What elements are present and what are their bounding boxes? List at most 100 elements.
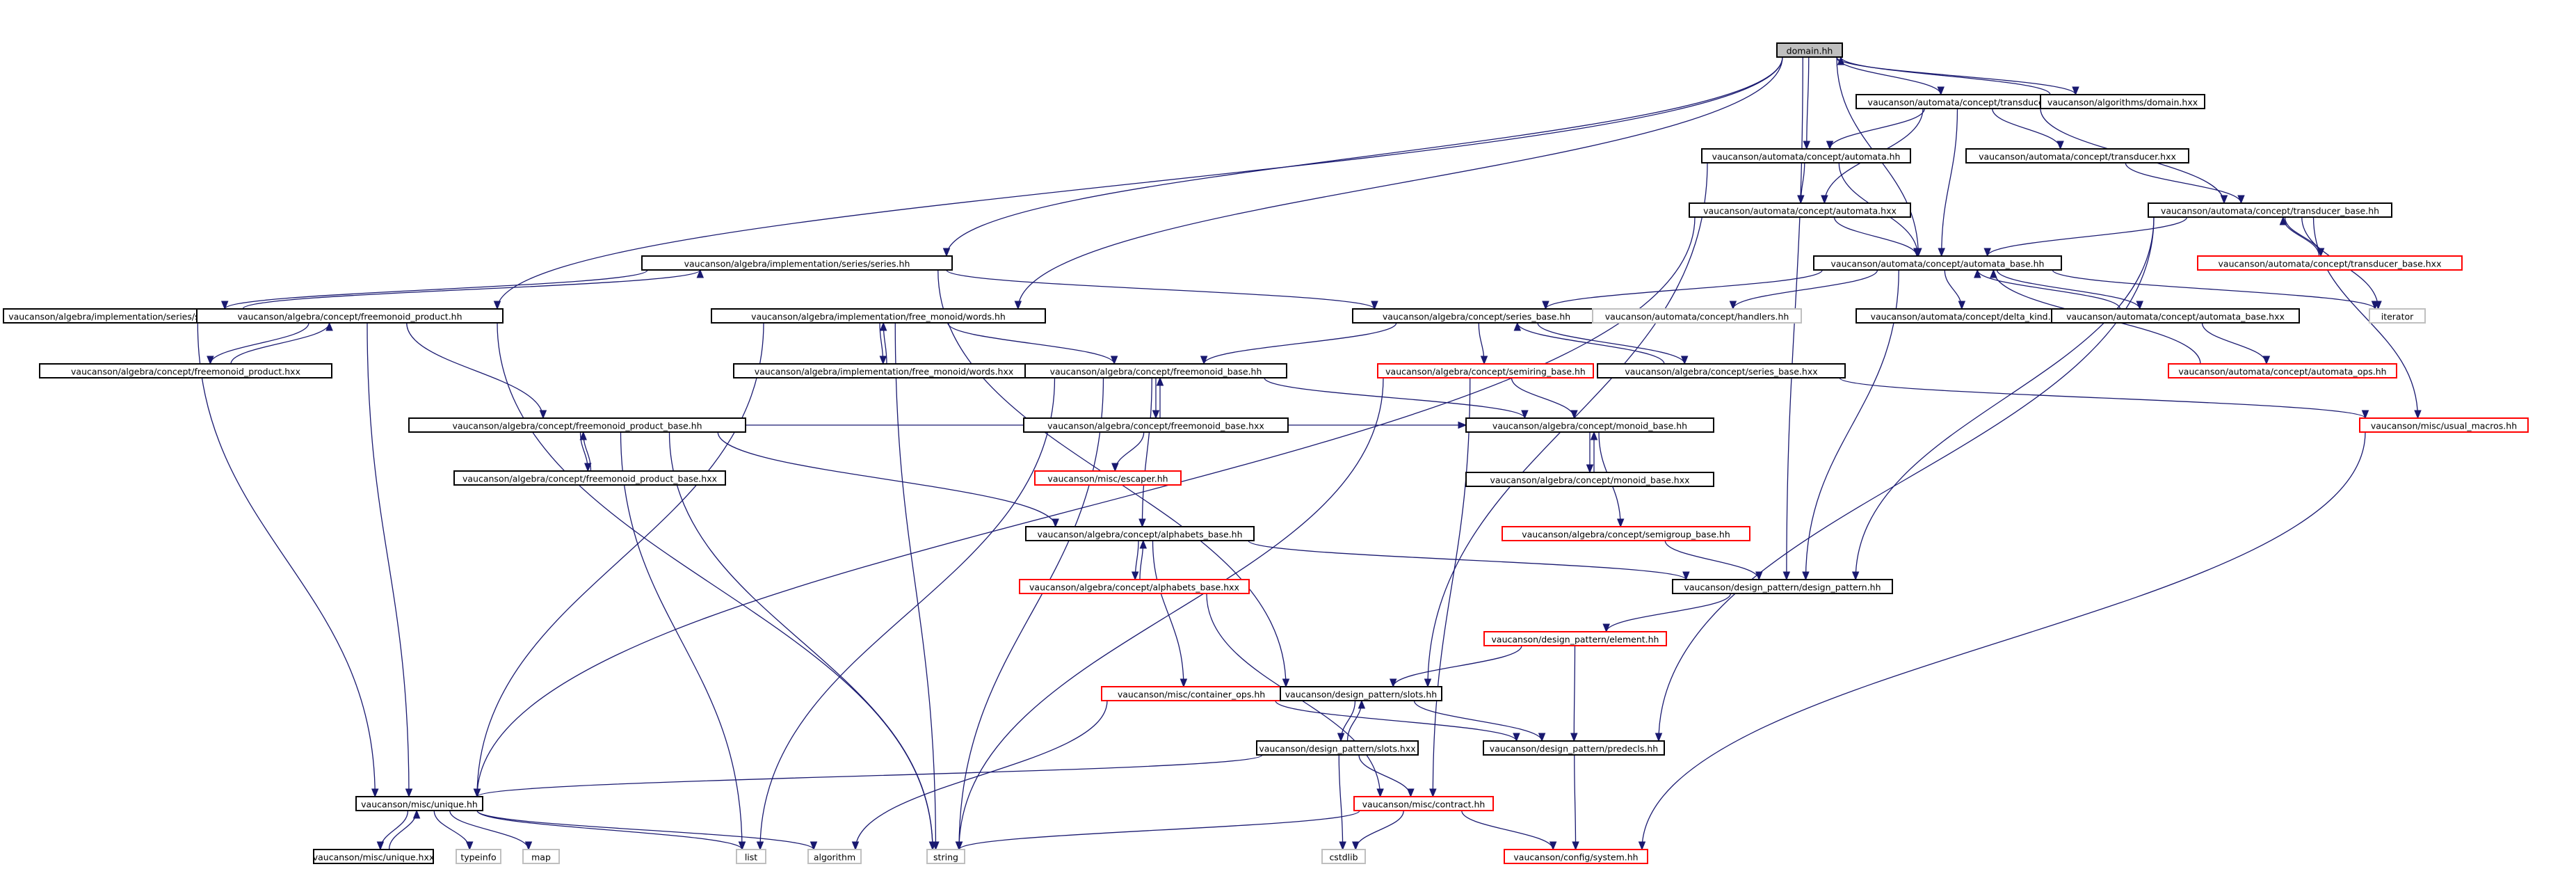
edge-transducer_hxx-to-transducer_base-line xyxy=(2125,162,2242,204)
node-monoid_base_hxx[interactable]: vaucanson/algebra/concept/monoid_base.hx… xyxy=(1465,472,1714,487)
node-predecls-label: vaucanson/design_pattern/predecls.hh xyxy=(1490,744,1658,754)
node-system[interactable]: vaucanson/config/system.hh xyxy=(1504,849,1648,864)
edge-freemonoid_base-to-freemonoid_base_hxx-arrowhead xyxy=(1152,410,1160,420)
edge-alphabets_base-to-container_ops-arrowhead xyxy=(1180,678,1188,688)
node-transducer_base[interactable]: vaucanson/automata/concept/transducer_ba… xyxy=(2148,202,2392,218)
edge-semigroup_base-to-design_pattern xyxy=(1664,540,1763,581)
node-element[interactable]: vaucanson/design_pattern/element.hh xyxy=(1483,631,1667,646)
node-handlers-label: vaucanson/automata/concept/handlers.hh xyxy=(1605,312,1789,322)
node-transducer_base_hxx[interactable]: vaucanson/automata/concept/transducer_ba… xyxy=(2197,255,2463,271)
node-monoid_base_hxx-box xyxy=(1465,472,1714,487)
edge-monoid_base_hxx-to-monoid_base-arrowhead xyxy=(1590,431,1598,440)
node-domain-label: domain.hh xyxy=(1787,46,1833,56)
edge-freemonoid_base_hxx-to-escaper-arrowhead xyxy=(1111,463,1119,472)
edge-container_ops-to-predecls xyxy=(1275,700,1520,742)
node-automata[interactable]: vaucanson/automata/concept/automata.hh xyxy=(1701,148,1911,164)
edge-series_hxx-to-series-line xyxy=(242,269,701,310)
edge-freemonoid_product_hxx-to-freemonoid_product xyxy=(230,321,333,365)
node-fmp_base_hxx[interactable]: vaucanson/algebra/concept/freemonoid_pro… xyxy=(453,470,726,486)
node-usual_macros-label: vaucanson/misc/usual_macros.hh xyxy=(2371,421,2517,431)
node-usual_macros[interactable]: vaucanson/misc/usual_macros.hh xyxy=(2359,417,2529,433)
node-freemonoid_base_hxx[interactable]: vaucanson/algebra/concept/freemonoid_bas… xyxy=(1023,417,1289,433)
edge-automata-to-automata_hxx-arrowhead xyxy=(1797,195,1805,205)
edge-contract-to-cstdlib xyxy=(1352,810,1404,851)
edge-alg_domain-to-domain-arrowhead xyxy=(1837,56,1845,65)
edge-element-to-predecls-line xyxy=(1573,645,1576,742)
edge-words-to-string xyxy=(894,322,940,851)
node-automata_hxx[interactable]: vaucanson/automata/concept/automata.hxx xyxy=(1689,202,1911,218)
edge-freemonoid_product-to-fmp_base-line xyxy=(406,322,544,419)
node-transducer[interactable]: vaucanson/automata/concept/transducer.hh xyxy=(1855,94,2072,109)
edge-domain-to-words xyxy=(1014,56,1783,310)
edge-series_base_hxx-to-series_base-line xyxy=(1517,322,1665,365)
edge-unique-to-map-line xyxy=(449,810,529,850)
node-escaper[interactable]: vaucanson/misc/escaper.hh xyxy=(1034,470,1182,486)
node-unique_hxx[interactable]: vaucanson/misc/unique.hxx xyxy=(313,849,435,864)
edge-semiring_base-to-contract xyxy=(1429,377,1471,798)
node-domain-box xyxy=(1776,42,1843,58)
node-series_base_hxx[interactable]: vaucanson/algebra/concept/series_base.hx… xyxy=(1597,363,1846,378)
node-automata_ops-label: vaucanson/automata/concept/automata_ops.… xyxy=(2178,367,2386,377)
edge-fmp_base-to-string-line xyxy=(668,431,933,850)
node-predecls[interactable]: vaucanson/design_pattern/predecls.hh xyxy=(1483,740,1665,756)
edge-contract-to-system-arrowhead xyxy=(1549,841,1557,851)
node-series[interactable]: vaucanson/algebra/implementation/series/… xyxy=(641,255,953,271)
node-alphabets_base[interactable]: vaucanson/algebra/concept/alphabets_base… xyxy=(1025,526,1255,541)
edge-domain-to-alg_domain-arrowhead xyxy=(2072,86,2079,96)
edge-transducer_base-to-automata_base xyxy=(1983,216,2188,257)
edge-series_base-to-freemonoid_base xyxy=(1200,322,1397,365)
node-transducer_hxx[interactable]: vaucanson/automata/concept/transducer.hx… xyxy=(1965,148,2189,164)
node-unique_hxx-label: vaucanson/misc/unique.hxx xyxy=(313,852,435,863)
node-series_base[interactable]: vaucanson/algebra/concept/series_base.hh xyxy=(1352,308,1601,324)
node-automata_base[interactable]: vaucanson/automata/concept/automata_base… xyxy=(1813,255,2062,271)
node-automata_base-box xyxy=(1813,255,2062,271)
node-domain[interactable]: domain.hh xyxy=(1776,42,1843,58)
node-alphabets_base_hxx[interactable]: vaucanson/algebra/concept/alphabets_base… xyxy=(1019,579,1250,594)
edge-freemonoid_base-to-alphabets_base-line xyxy=(1141,377,1152,527)
edge-transducer-to-transducer_hxx-arrowhead xyxy=(2056,141,2064,150)
edge-monoid_base-to-monoid_base_hxx-arrowhead xyxy=(1586,464,1594,474)
node-automata_ops[interactable]: vaucanson/automata/concept/automata_ops.… xyxy=(2168,363,2397,378)
edge-automata-to-slots-arrowhead xyxy=(1424,678,1432,688)
edge-automata_base-to-handlers-arrowhead xyxy=(1729,301,1737,310)
edge-domain-to-transducer xyxy=(1836,56,1945,96)
node-delta_kind[interactable]: vaucanson/automata/concept/delta_kind.hh xyxy=(1855,308,2077,324)
edge-automata_base-to-automata_base_hxx-arrowhead xyxy=(2136,301,2143,310)
node-semiring_base[interactable]: vaucanson/algebra/concept/semiring_base.… xyxy=(1377,363,1594,378)
edge-words_hxx-to-words xyxy=(879,321,887,365)
edge-series_hxx-to-unique xyxy=(197,322,379,798)
node-slots[interactable]: vaucanson/design_pattern/slots.hh xyxy=(1280,686,1442,701)
node-freemonoid_product_hxx-box xyxy=(39,363,332,378)
edge-domain-to-series-arrowhead xyxy=(942,248,951,257)
node-unique[interactable]: vaucanson/misc/unique.hh xyxy=(355,796,483,811)
node-map-label: map xyxy=(531,852,551,863)
node-freemonoid_product_hxx[interactable]: vaucanson/algebra/concept/freemonoid_pro… xyxy=(39,363,332,378)
edge-unique-to-list xyxy=(476,810,746,851)
edge-fmp_base-to-list xyxy=(620,431,746,851)
edge-automata_base_hxx-to-automata_ops-line xyxy=(2201,322,2267,365)
node-monoid_base[interactable]: vaucanson/algebra/concept/monoid_base.hh xyxy=(1465,417,1714,433)
edge-alphabets_base-to-design_pattern-arrowhead xyxy=(1682,571,1690,581)
edge-fmp_base-to-monoid_base-arrowhead xyxy=(1458,421,1467,429)
node-semigroup_base[interactable]: vaucanson/algebra/concept/semigroup_base… xyxy=(1502,526,1750,541)
node-automata_base_hxx[interactable]: vaucanson/automata/concept/automata_base… xyxy=(2051,308,2300,324)
node-fmp_base[interactable]: vaucanson/algebra/concept/freemonoid_pro… xyxy=(408,417,746,433)
node-alg_domain[interactable]: vaucanson/algorithms/domain.hxx xyxy=(2040,94,2205,109)
node-fmp_base_hxx-label: vaucanson/algebra/concept/freemonoid_pro… xyxy=(462,474,717,484)
node-freemonoid_base[interactable]: vaucanson/algebra/concept/freemonoid_bas… xyxy=(1024,363,1287,378)
node-words_hxx[interactable]: vaucanson/algebra/implementation/free_mo… xyxy=(733,363,1035,378)
edge-monoid_base-to-monoid_base_hxx xyxy=(1586,432,1594,474)
node-slots_hxx[interactable]: vaucanson/design_pattern/slots.hxx xyxy=(1256,740,1419,756)
node-freemonoid_product[interactable]: vaucanson/algebra/concept/freemonoid_pro… xyxy=(196,308,504,324)
node-container_ops[interactable]: vaucanson/misc/container_ops.hh xyxy=(1101,686,1282,701)
edge-alphabets_base_hxx-to-contract-arrowhead xyxy=(1376,788,1384,798)
edge-automata_hxx-to-unique xyxy=(473,216,1696,798)
edge-semiring_base-to-string-line xyxy=(958,377,1384,850)
node-series_base_hxx-box xyxy=(1597,363,1846,378)
edge-freemonoid_base-to-string xyxy=(955,377,1104,851)
node-contract[interactable]: vaucanson/misc/contract.hh xyxy=(1353,796,1494,811)
edge-layer xyxy=(197,56,2422,851)
edge-transducer-to-transducer_base-arrowhead xyxy=(2220,195,2228,205)
node-words[interactable]: vaucanson/algebra/implementation/free_mo… xyxy=(711,308,1046,324)
node-design_pattern[interactable]: vaucanson/design_pattern/design_pattern.… xyxy=(1672,579,1893,594)
